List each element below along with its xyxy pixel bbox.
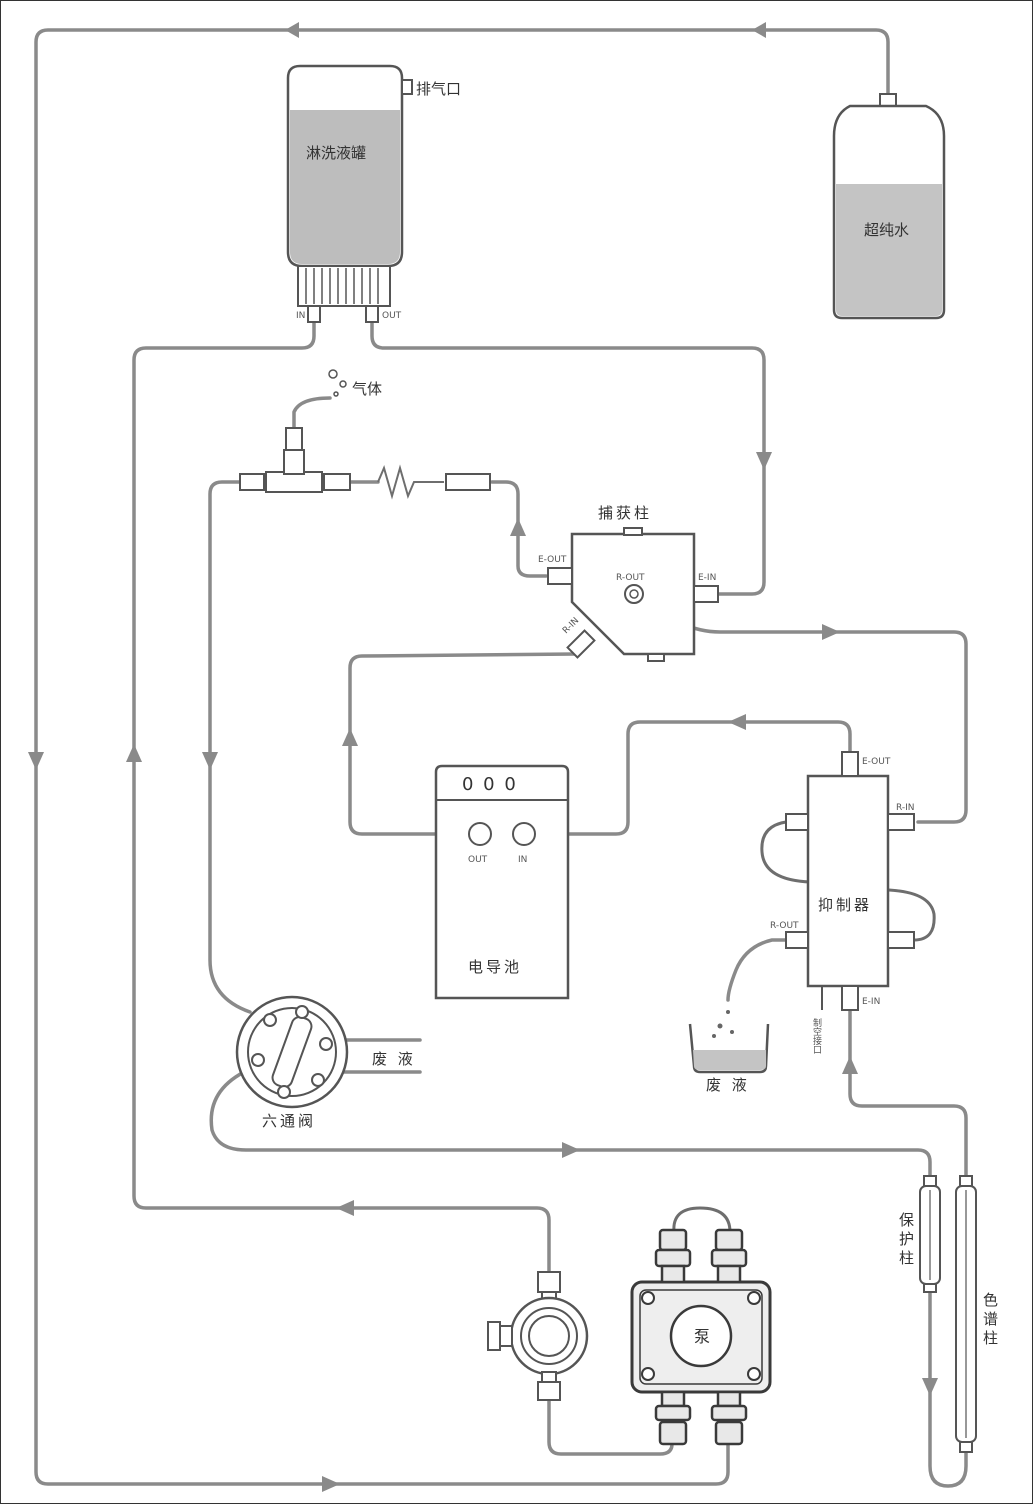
sup-loop-right [887,888,936,942]
analytical-column [955,1175,977,1453]
pipe-water-return [34,28,890,1486]
sup-e-out-port: E-OUT [862,757,891,767]
pump-head-loop [672,1206,732,1233]
pipe-gas-vent [292,396,332,430]
valve-label: 六通阀 [262,1112,316,1130]
gas-label: 气体 [352,380,382,398]
trap-e-in-port: E-IN [698,573,716,583]
pipe-tank-out [370,320,766,596]
trap-e-out-port: E-OUT [538,555,567,565]
pipe-cell-to-sup [534,720,852,836]
cell-out-port: OUT [468,855,488,865]
water-bottle [832,93,946,320]
cell-label: 电导池 [468,958,522,976]
cell-top-glyphs: 0 0 0 [462,774,518,795]
check-valve [487,1271,589,1401]
pump [630,1228,772,1446]
pipe-column-to-sup [848,1008,968,1182]
valve-waste-label: 废 液 [372,1050,416,1068]
suppressor [785,751,915,1011]
restrictor-coil [377,464,444,500]
cell-in-port: IN [518,855,527,865]
sup-e-in-port: E-IN [862,997,880,1007]
pipe-guard-to-column [928,1288,968,1488]
trap-column [547,527,719,662]
tee-fitting [239,427,491,493]
pipe-valve-to-guard [209,1068,932,1182]
conductivity-cell [434,764,570,1000]
waste-beaker [688,1010,770,1074]
tank-in-port: IN [296,311,305,321]
beaker-waste-label: 废 液 [706,1076,750,1094]
analytical-column-label: 色谱柱 [981,1292,999,1349]
eluent-tank [286,64,413,323]
pipe-tee-to-valve [208,480,252,1014]
tank-out-port: OUT [382,311,402,321]
pipe-valve-to-pump [547,1398,674,1456]
water-label: 超纯水 [864,221,909,239]
pipe-tank-in [132,320,551,1274]
vent-label: 排气口 [416,80,461,98]
flow-arrows [28,22,938,1492]
suppressor-label: 抑制器 [818,896,872,914]
pipe-sup-to-waste [726,938,788,1002]
guard-column-label: 保护柱 [897,1212,915,1269]
gas-bubbles-icon [328,369,347,397]
trap-r-in-port: R-IN [561,616,581,636]
sup-r-out-port: R-OUT [770,921,799,931]
suppressor-port-label: 制空接口 [811,1017,822,1054]
trap-column-label: 捕获柱 [598,504,652,522]
sup-r-in-port: R-IN [896,803,915,813]
six-way-valve [235,995,349,1109]
trap-r-out-port: R-OUT [616,573,645,583]
guard-column [919,1175,941,1293]
sup-loop-left [760,820,811,884]
eluent-tank-label: 淋洗液罐 [306,144,366,162]
pump-label: 泵 [694,1327,710,1346]
